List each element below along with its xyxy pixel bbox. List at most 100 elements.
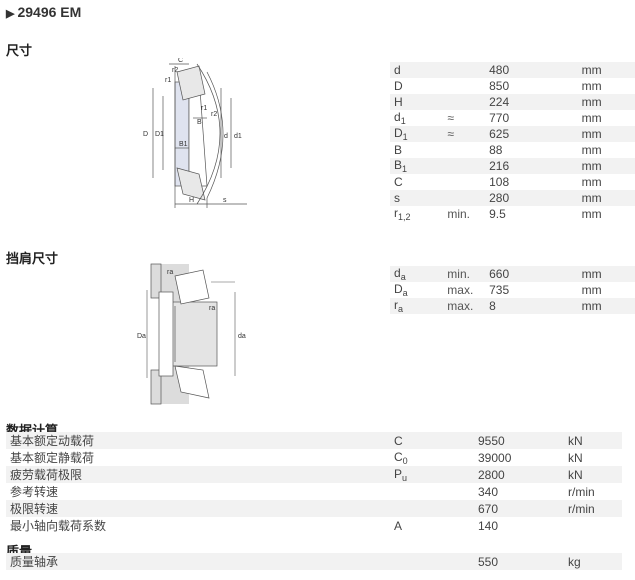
value: 670 <box>474 500 564 517</box>
value: 224 <box>485 94 578 110</box>
label-da: da <box>238 333 246 340</box>
qualifier <box>443 142 485 158</box>
value: 88 <box>489 143 503 157</box>
label-r2-b: r2 <box>211 111 217 118</box>
symbol-cell: d1 <box>390 110 443 126</box>
symbol-cell: C0 <box>390 449 474 466</box>
symbol: d <box>394 266 401 280</box>
unit: mm <box>577 266 635 282</box>
label-r2: r2 <box>172 67 178 74</box>
value: 108 <box>489 175 510 189</box>
unit: mm <box>577 190 635 206</box>
table-row: B 88 mm <box>390 142 635 158</box>
unit: r/min <box>564 500 622 517</box>
symbol: B <box>394 143 403 157</box>
unit: mm <box>577 126 635 142</box>
label-D: D <box>143 131 148 138</box>
symbol-subscript: 0 <box>402 455 408 466</box>
value: 9550 <box>474 432 564 449</box>
symbol-cell: Da <box>390 282 443 298</box>
bearing-dimension-drawing: C r2 r1 r1 r2 B B1 D D1 d d1 H s <box>143 58 247 208</box>
unit: mm <box>581 79 602 93</box>
symbol-cell: D1 <box>390 126 444 142</box>
value: 770 <box>489 111 510 125</box>
value: 340 <box>478 484 499 499</box>
symbol: r <box>394 206 398 220</box>
symbol: H <box>394 95 403 109</box>
label-s: s <box>223 197 227 204</box>
symbol-cell: C <box>390 174 443 190</box>
parameter-name: 极限转速 <box>6 500 390 517</box>
symbol: d <box>394 63 401 77</box>
value: 550 <box>474 553 564 570</box>
symbol-cell: ra <box>390 298 444 314</box>
unit: kN <box>568 450 583 465</box>
value: 216 <box>485 158 578 174</box>
value: 39000 <box>478 450 512 465</box>
symbol-subscript: a <box>398 304 404 314</box>
unit: mm <box>581 143 602 157</box>
parameter-name: 参考转速 <box>10 485 59 499</box>
symbol-cell: r1,2 <box>390 206 443 222</box>
abutment-dimension-drawing: ra ra Da da <box>137 263 246 405</box>
label-r1: r1 <box>165 77 171 84</box>
qualifier: max. <box>447 283 474 297</box>
table-row: 参考转速 340 r/min <box>6 483 622 500</box>
label-d1: d1 <box>234 133 242 140</box>
symbol: C <box>394 449 403 464</box>
unit: kN <box>564 432 622 449</box>
label-H: H <box>189 197 194 204</box>
label-B1: B1 <box>179 141 188 148</box>
unit: r/min <box>568 484 595 499</box>
symbol: A <box>394 518 403 533</box>
unit: mm <box>581 283 602 297</box>
value: 8 <box>485 298 578 314</box>
unit <box>564 517 622 534</box>
symbol-subscript: 1 <box>402 132 408 142</box>
qualifier <box>443 158 486 174</box>
symbol: s <box>394 191 400 205</box>
qualifier <box>443 94 486 110</box>
qualifier: min. <box>447 207 471 221</box>
value: 480 <box>485 62 578 78</box>
symbol-cell: A <box>390 517 474 534</box>
label-D1: D1 <box>155 131 164 138</box>
symbol-subscript: 1 <box>402 164 408 174</box>
symbol-cell: B1 <box>390 158 444 174</box>
triangle-right-icon: ▶ <box>6 8 15 20</box>
unit: mm <box>577 94 635 110</box>
label-B: B <box>197 119 202 126</box>
section-dimensions-title: 尺寸 <box>6 43 33 58</box>
qualifier: max. <box>443 298 486 314</box>
symbol: D <box>394 79 403 93</box>
qualifier: ≈ <box>443 126 486 142</box>
symbol: D <box>394 282 403 296</box>
symbol-cell: H <box>390 94 444 110</box>
symbol-cell: s <box>390 190 444 206</box>
unit: mm <box>577 158 635 174</box>
symbol: P <box>394 466 403 481</box>
symbol: C <box>394 433 403 448</box>
symbol-cell: da <box>390 266 444 282</box>
unit: mm <box>577 62 635 78</box>
symbol-subscript: u <box>402 472 408 483</box>
value: 850 <box>489 79 510 93</box>
unit: kN <box>564 466 622 483</box>
symbol: C <box>394 175 403 189</box>
symbol-cell: D <box>390 78 443 94</box>
label-Da: Da <box>137 333 146 340</box>
symbol-cell <box>390 500 474 517</box>
qualifier <box>443 62 486 78</box>
